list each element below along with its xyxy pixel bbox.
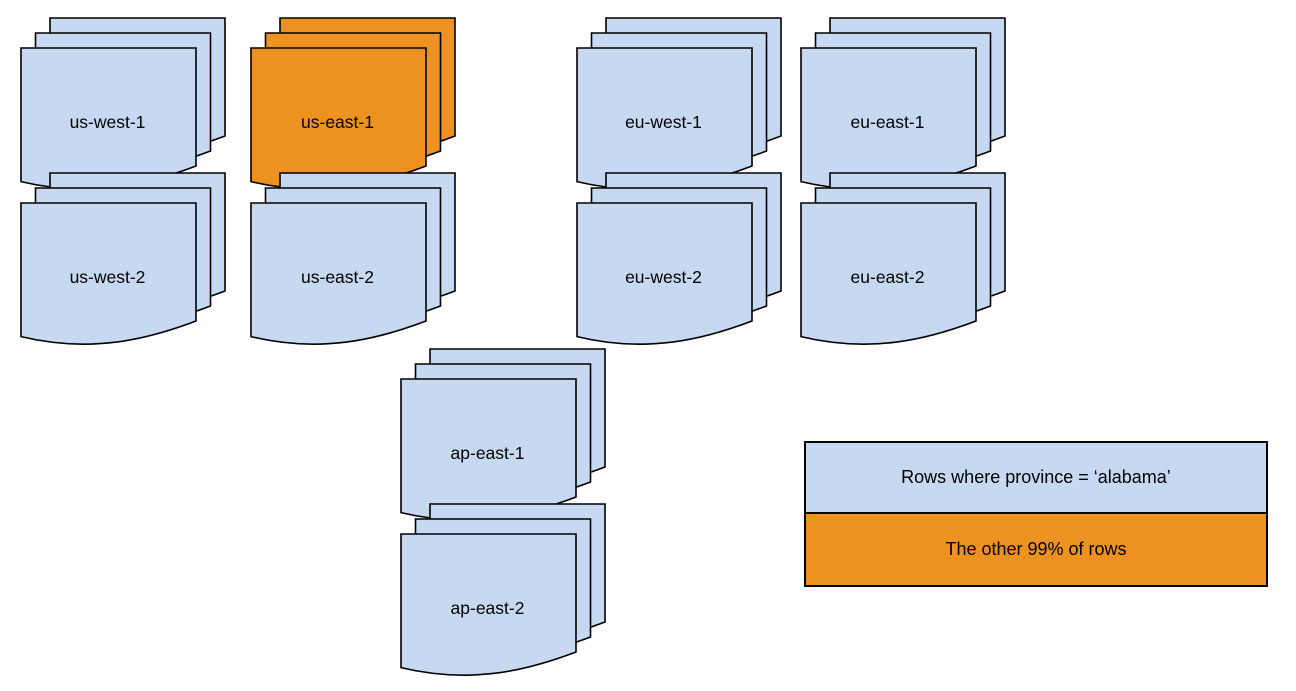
document-stack-shape-us-east-1 [250,17,456,190]
document-sheet [250,47,427,190]
legend-label-blue: Rows where province = ‘alabama’ [901,467,1171,487]
document-stack-eu-west-2[interactable]: eu-west-2 [576,172,782,356]
legend-label-orange: The other 99% of rows [945,539,1127,559]
document-stack-shape-eu-west-1 [576,17,782,190]
document-stack-us-west-1[interactable]: us-west-1 [20,17,226,201]
document-stack-eu-east-2[interactable]: eu-east-2 [800,172,1006,356]
document-sheet [576,202,753,345]
document-sheet [20,202,197,345]
document-sheet [400,378,577,521]
document-sheet [800,202,977,345]
document-sheet [400,533,577,676]
document-stack-us-east-1[interactable]: us-east-1 [250,17,456,201]
legend-item-orange: The other 99% of rows [806,514,1266,585]
document-stack-shape-ap-east-2 [400,503,606,676]
document-stack-us-east-2[interactable]: us-east-2 [250,172,456,356]
document-stack-shape-eu-east-1 [800,17,1006,190]
document-stack-shape-ap-east-1 [400,348,606,521]
document-stack-shape-us-east-2 [250,172,456,345]
document-stack-us-west-2[interactable]: us-west-2 [20,172,226,356]
document-sheet [250,202,427,345]
document-stack-shape-us-west-2 [20,172,226,345]
document-sheet [576,47,753,190]
legend-item-blue: Rows where province = ‘alabama’ [806,443,1266,514]
document-stack-shape-eu-east-2 [800,172,1006,345]
document-stack-shape-eu-west-2 [576,172,782,345]
document-sheet [800,47,977,190]
document-stack-shape-us-west-1 [20,17,226,190]
document-stack-ap-east-1[interactable]: ap-east-1 [400,348,606,532]
document-sheet [20,47,197,190]
legend-box: Rows where province = ‘alabama’ The othe… [804,441,1268,587]
document-stack-ap-east-2[interactable]: ap-east-2 [400,503,606,687]
